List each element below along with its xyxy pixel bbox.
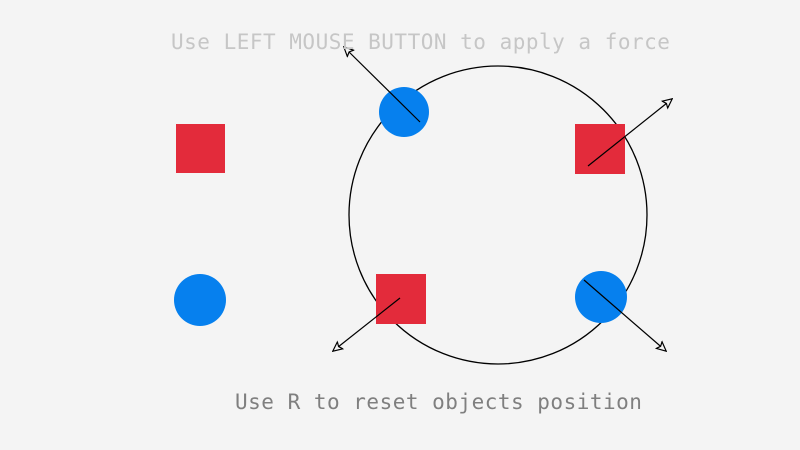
orbit-guide-circle bbox=[348, 65, 648, 365]
body-square-top-left[interactable] bbox=[176, 124, 225, 173]
hint-reset-objects: Use R to reset objects position bbox=[235, 390, 643, 414]
body-circle-top-center[interactable] bbox=[379, 87, 429, 137]
force-arrow-square-bottom-center bbox=[333, 297, 401, 351]
force-arrow-circle-top-center bbox=[344, 47, 421, 123]
body-square-bottom-center[interactable] bbox=[376, 274, 426, 324]
body-circle-bottom-right[interactable] bbox=[575, 271, 627, 323]
force-vectors-layer bbox=[333, 47, 672, 351]
hint-apply-force: Use LEFT MOUSE BUTTON to apply a force bbox=[171, 30, 671, 54]
force-arrow-square-top-right bbox=[587, 99, 672, 167]
body-square-top-right[interactable] bbox=[575, 124, 625, 174]
orbit-guide-layer bbox=[348, 65, 648, 365]
physics-bodies-layer[interactable] bbox=[174, 87, 627, 326]
force-arrow-circle-bottom-right bbox=[583, 279, 666, 351]
body-circle-bottom-left[interactable] bbox=[174, 274, 226, 326]
